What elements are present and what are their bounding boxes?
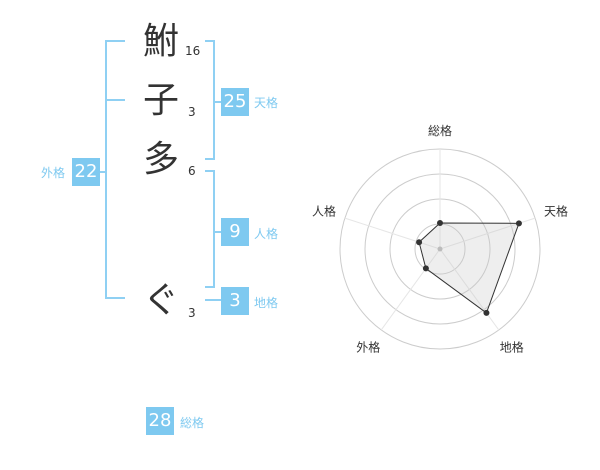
gaikaku-value-badge: 22 (72, 158, 100, 186)
jinkaku-bracket-bottom (205, 286, 215, 288)
stroke-count-3: 6 (188, 164, 196, 178)
jinkaku-value-badge: 9 (221, 218, 249, 246)
radar-center-dot (437, 246, 443, 252)
radar-spoke-5 (344, 217, 441, 250)
radar-axis-label-3: 地格 (500, 340, 524, 355)
gaikaku-bracket-vertical (105, 40, 107, 299)
radar-spoke-3 (439, 248, 500, 331)
tenkaku-bracket-bottom (205, 158, 215, 160)
tenkaku-bracket-top (205, 40, 215, 42)
jinkaku-connector (213, 231, 221, 233)
gaikaku-label: 外格 (41, 166, 66, 180)
soukaku-value-badge: 28 (146, 407, 174, 435)
name-char-1: 鮒 (142, 21, 179, 62)
radar-axis-label-2: 天格 (544, 203, 568, 218)
jinkaku-bracket-vertical (213, 170, 215, 288)
radar-point-3 (483, 309, 490, 316)
name-char-4: ぐ (142, 280, 179, 321)
tenkaku-label: 天格 (254, 96, 279, 110)
chikaku-value-badge: 3 (221, 287, 249, 315)
radar-data-polygon (418, 222, 520, 314)
chikaku-connector (205, 299, 221, 301)
radar-point-1 (437, 220, 443, 226)
name-char-3: 多 (142, 139, 179, 180)
radar-point-2 (515, 220, 522, 227)
stroke-count-4: 3 (188, 306, 196, 320)
tenkaku-connector (213, 101, 221, 103)
radar-point-5 (416, 239, 423, 246)
gaikaku-bracket-top (105, 40, 125, 42)
gaikaku-connector (100, 171, 106, 173)
chikaku-label: 地格 (254, 296, 279, 310)
stroke-count-1: 16 (185, 44, 201, 58)
jinkaku-bracket-top (205, 170, 215, 172)
radar-axis-label-1: 総格 (428, 123, 452, 138)
radar-spoke-4 (380, 248, 441, 331)
gaikaku-bracket-mid (105, 99, 125, 101)
radar-axis-label-4: 外格 (356, 340, 380, 355)
tenkaku-bracket-vertical (213, 40, 215, 160)
jinkaku-label: 人格 (254, 227, 279, 241)
tenkaku-value-badge: 25 (221, 88, 249, 116)
gaikaku-bracket-bottom (105, 297, 125, 299)
name-char-2: 子 (142, 80, 179, 121)
soukaku-label: 総格 (180, 416, 205, 430)
radar-point-4 (422, 265, 429, 272)
stroke-count-2: 3 (188, 105, 196, 119)
radar-axis-label-5: 人格 (312, 203, 336, 218)
